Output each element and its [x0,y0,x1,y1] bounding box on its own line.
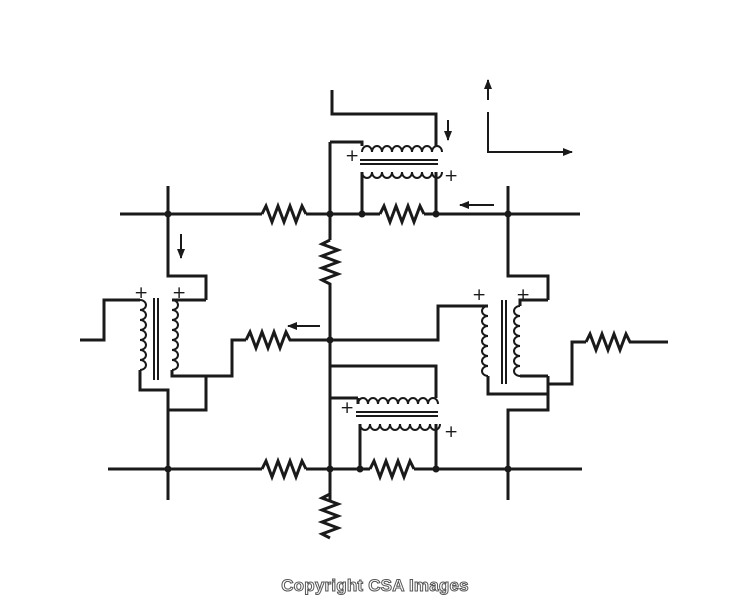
junction-node [326,465,334,473]
junction-node [164,465,172,473]
right-transformer-left-wire [330,304,488,342]
right-transformer-primary-coil [481,305,489,377]
bottom-transformer-secondary-coil [359,423,441,431]
junction-node [358,210,366,218]
bottom-transformer-input-wire [330,364,438,398]
top-transformer-secondary-coil [361,171,443,179]
top-transformer-primary-coil [361,145,443,153]
top-transformer: + + [345,145,458,214]
left-transformer-plus-left: + [134,283,148,303]
right-transformer-plus-right: + [516,285,530,305]
junction-node [326,210,334,218]
top-transformer-primary-lead [330,140,364,146]
left-input-wire [80,298,140,342]
top-transformer-plus-right: + [444,166,458,186]
copyright-text: Copyright CSA Images [281,576,469,596]
bottom-transformer-primary-coil [357,397,439,405]
top-transformer-plus-left: + [345,146,359,166]
left-transformer-primary-coil [139,299,147,371]
resistor-right-output [584,329,668,355]
junction-node [326,336,334,344]
junction-node [504,210,512,218]
right-transformer-secondary-coil [513,305,521,377]
junction-node [432,465,440,473]
left-vertical-wire [166,186,208,500]
junction-node [164,210,172,218]
bottom-transformer: + + [340,397,458,469]
top-transformer-input-wire [330,90,438,146]
junction-nodes [164,210,512,473]
resistor-bottom-right [368,456,416,482]
resistor-bottom-left [260,456,308,482]
left-transformer: + + [134,283,206,410]
left-transformer-plus-right: + [172,283,186,303]
axis-arrow-right [487,112,573,156]
junction-node [356,465,364,473]
resistor-center-vertical [317,238,343,290]
bottom-transformer-plus-right: + [444,422,458,442]
bottom-transformer-plus-left: + [340,398,354,418]
right-output-wire [548,340,586,386]
resistor-middle-left [244,327,330,353]
resistor-top-right [378,201,426,227]
junction-node [504,465,512,473]
resistor-top-left [260,201,308,227]
right-transformer-plus-left: + [472,285,486,305]
middle-left-wire [206,338,246,378]
resistor-bottom-vertical [317,492,343,540]
right-transformer: + + [472,285,548,396]
left-transformer-secondary-coil [171,299,179,371]
junction-node [432,210,440,218]
